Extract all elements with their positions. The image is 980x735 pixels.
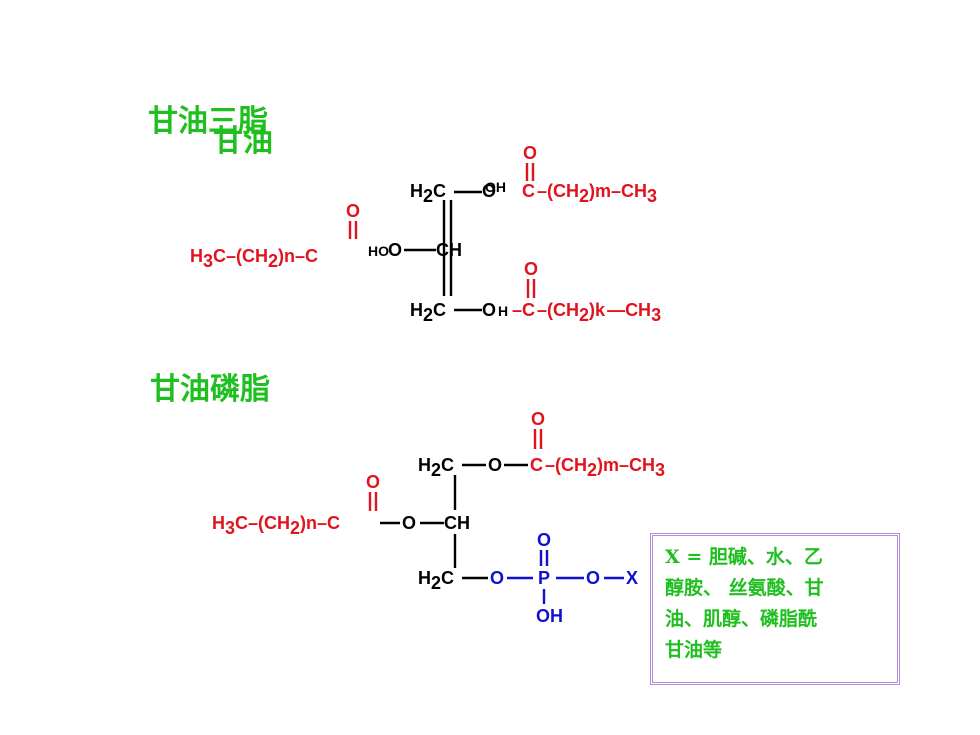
pl-mid-carbon: CH — [444, 513, 470, 533]
pl-left-chain: H3C–(CH2)n–C — [212, 513, 340, 538]
tg-top-hydroxyl: OH — [485, 179, 506, 195]
tg-mid-hydroxyl: HO — [368, 243, 389, 259]
pl-x-group: X — [626, 568, 638, 588]
tg-top-carbon: H2C — [410, 181, 446, 206]
pl-mid-oxygen: O — [402, 513, 416, 533]
pl-phosphate-oxo: O — [537, 530, 551, 550]
tg-left-carbonyl-o: O — [346, 201, 360, 221]
phospholipid-structure: H2C O CH O H2C O C–(CH2)m–CH3 O H3C–(CH2… — [212, 409, 665, 626]
pl-left-carbonyl-o: O — [366, 472, 380, 492]
tg-mid-carbon: CH — [436, 240, 462, 260]
title-triglyceride: 甘油三脂 — [148, 104, 268, 139]
tg-mid-oxygen: O — [388, 240, 402, 260]
tg-bottom-carbonyl-o: O — [524, 259, 538, 279]
pl-top-carbon: H2C — [418, 455, 454, 480]
x-group-note-box: X = 胆碱、水、乙 醇胺、 丝氨酸、甘 油、肌醇、磷脂酰 甘油等 — [650, 533, 900, 685]
pl-phosphate-o2: O — [586, 568, 600, 588]
tg-left-chain: H3C–(CH2)n–C — [190, 246, 318, 271]
pl-phosphate-o1: O — [490, 568, 504, 588]
title-phospholipid: 甘油磷脂 — [150, 372, 270, 407]
note-line-1: X = 胆碱、水、乙 — [665, 546, 823, 568]
note-line-3: 油、肌醇、磷脂酰 — [665, 608, 818, 630]
pl-top-chain: C–(CH2)m–CH3 — [530, 455, 665, 480]
tg-top-oxygen: O — [482, 181, 496, 201]
title-glycerol: 甘油 — [213, 124, 273, 159]
note-line-4: 甘油等 — [665, 639, 723, 661]
tg-bottom-oxygen: O — [482, 300, 496, 320]
note-line-2: 醇胺、 丝氨酸、甘 — [665, 577, 824, 599]
tg-top-chain: C–(CH2)m–CH3 — [522, 181, 657, 206]
pl-bottom-carbon: H2C — [418, 568, 454, 593]
pl-phosphate-hydroxyl: OH — [536, 606, 563, 626]
tg-top-carbonyl-o: O — [523, 143, 537, 163]
pl-top-carbonyl-o: O — [531, 409, 545, 429]
triglyceride-structure: H2C O OH CH O HO H2C O H O C–(CH2)m–CH3 … — [190, 143, 661, 325]
tg-bottom-hydroxyl: H — [498, 303, 508, 319]
pl-top-oxygen: O — [488, 455, 502, 475]
pl-phosphorus: P — [538, 568, 550, 588]
tg-bottom-carbon: H2C — [410, 300, 446, 325]
tg-bottom-chain: –C–(CH2)k—CH3 — [512, 300, 661, 325]
